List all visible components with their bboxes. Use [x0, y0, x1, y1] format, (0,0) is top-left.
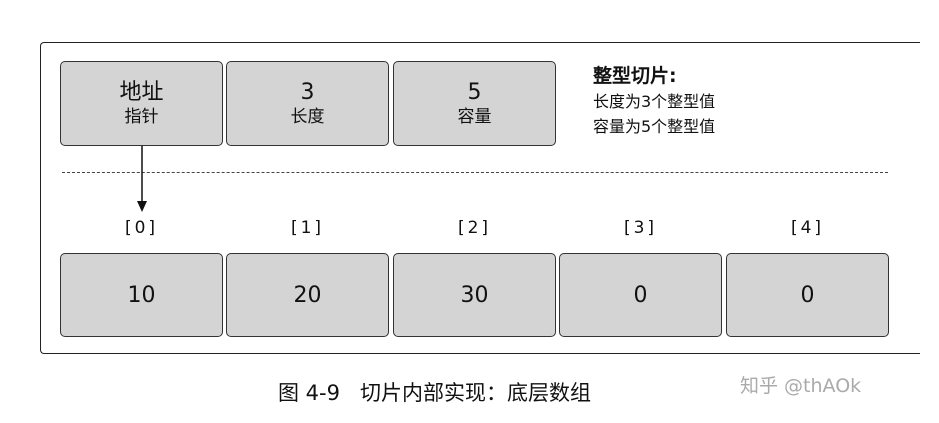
- watermark: 知乎 @thAOk: [740, 375, 862, 397]
- note-length-line: 长度为3个整型值: [593, 92, 716, 111]
- dashed-separator: [62, 172, 888, 173]
- note-capacity-line: 容量为5个整型值: [593, 117, 716, 136]
- length-box: 3 长度: [226, 61, 389, 146]
- length-value: 3: [300, 79, 315, 105]
- figure-caption: 图 4-9 切片内部实现：底层数组: [278, 381, 591, 405]
- pointer-label: 地址: [119, 79, 164, 105]
- note-title: 整型切片:: [593, 65, 677, 87]
- array-index-4: [4]: [790, 218, 825, 238]
- slice-note: 整型切片: 长度为3个整型值 容量为5个整型值: [593, 64, 715, 139]
- array-cell-3: 0: [559, 253, 722, 337]
- capacity-value: 5: [467, 79, 482, 105]
- array-index-1: [1]: [290, 218, 325, 238]
- array-index-2: [2]: [457, 218, 492, 238]
- capacity-label: 容量: [457, 106, 492, 127]
- array-index-0: [0]: [124, 218, 159, 238]
- capacity-box: 5 容量: [393, 61, 556, 146]
- array-cell-4: 0: [726, 253, 889, 337]
- pointer-sublabel: 指针: [124, 106, 159, 127]
- array-cell-1: 20: [226, 253, 389, 337]
- array-cell-2: 30: [393, 253, 556, 337]
- array-cell-0: 10: [60, 253, 223, 337]
- length-label: 长度: [290, 106, 325, 127]
- pointer-box: 地址 指针: [60, 61, 223, 146]
- array-index-3: [3]: [623, 218, 658, 238]
